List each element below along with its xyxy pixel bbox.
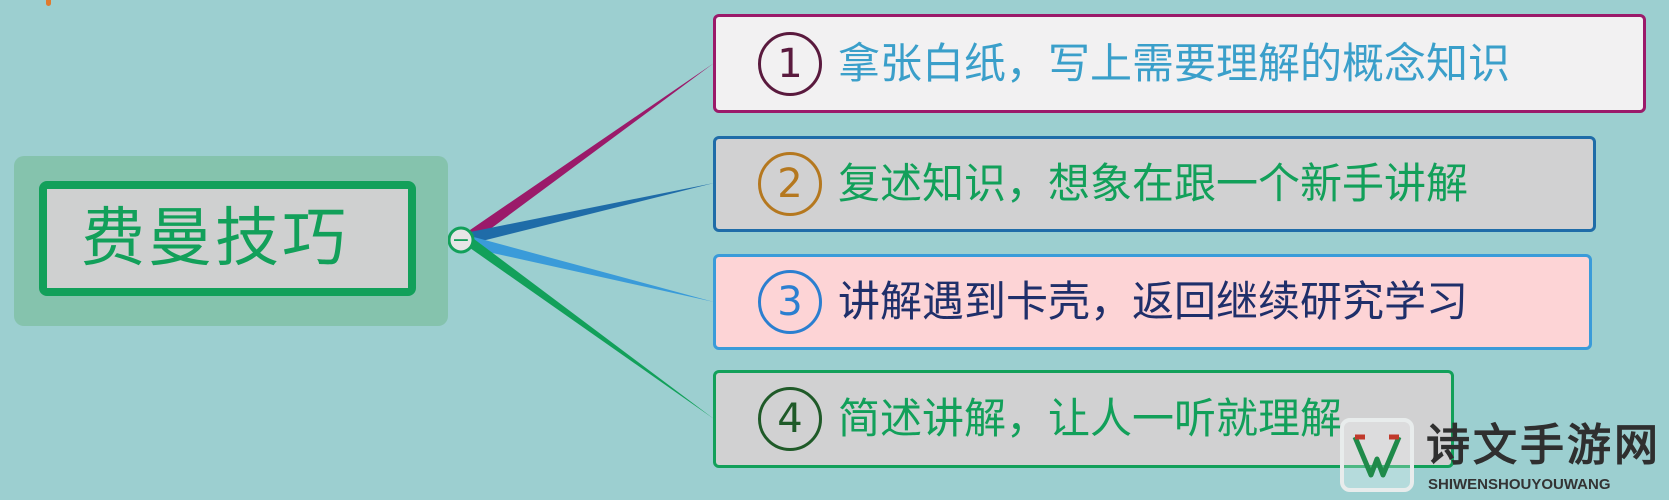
corner-mark	[46, 0, 51, 6]
branch-node-3[interactable]: 3 讲解遇到卡壳，返回继续研究学习	[713, 254, 1592, 350]
root-node[interactable]: 费曼技巧	[39, 181, 416, 296]
branch-text-1: 拿张白纸，写上需要理解的概念知识	[838, 38, 1511, 88]
watermark-subtitle: SHIWENSHOUYOUWANG	[1428, 476, 1611, 493]
root-node-label: 费曼技巧	[81, 202, 349, 276]
branch-text-4: 简述讲解，让人一听就理解	[838, 394, 1343, 443]
connector-1	[470, 63, 714, 244]
branch-node-1[interactable]: 1 拿张白纸，写上需要理解的概念知识	[713, 14, 1646, 113]
step-number-4: 4	[758, 387, 822, 451]
step-number-2: 2	[758, 152, 822, 216]
watermark-logo-icon	[1340, 418, 1414, 492]
branch-node-4[interactable]: 4 简述讲解，让人一听就理解	[713, 370, 1454, 468]
connector-2	[470, 183, 714, 244]
branch-text-3: 讲解遇到卡壳，返回继续研究学习	[838, 277, 1469, 326]
watermark-title: 诗文手游网	[1426, 420, 1661, 471]
connector-3	[470, 236, 714, 302]
branch-node-2[interactable]: 2 复述知识，想象在跟一个新手讲解	[713, 136, 1596, 232]
collapse-toggle[interactable]: −	[447, 226, 475, 254]
watermark: 诗文手游网 SHIWENSHOUYOUWANG	[1340, 418, 1666, 498]
step-number-3: 3	[758, 270, 822, 334]
connector-4	[470, 236, 714, 419]
collapse-icon: −	[452, 228, 470, 253]
branch-text-2: 复述知识，想象在跟一个新手讲解	[838, 159, 1469, 208]
step-number-1: 1	[758, 31, 822, 96]
